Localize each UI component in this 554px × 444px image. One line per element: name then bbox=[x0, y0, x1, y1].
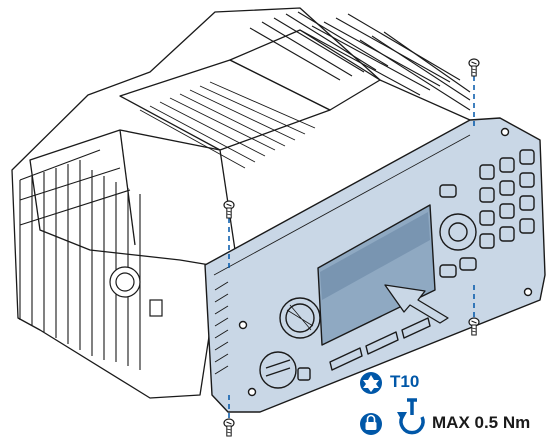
heatsink-ribs bbox=[139, 81, 316, 169]
heatsink-fins-top bbox=[249, 11, 471, 111]
bit-size-label: T10 bbox=[390, 372, 420, 391]
screw-guide-lines bbox=[228, 76, 475, 420]
screw-icon bbox=[468, 58, 480, 77]
push-arrow-icon bbox=[384, 284, 449, 324]
radio-chassis bbox=[11, 7, 471, 399]
side-connector bbox=[109, 266, 163, 317]
lock-icon bbox=[360, 413, 382, 435]
torx-bit-icon bbox=[360, 372, 382, 394]
front-panel bbox=[204, 117, 546, 413]
torque-label: MAX 0.5 Nm bbox=[432, 413, 531, 432]
torque-clockwise-icon bbox=[397, 398, 425, 435]
screw-icon bbox=[223, 418, 235, 437]
